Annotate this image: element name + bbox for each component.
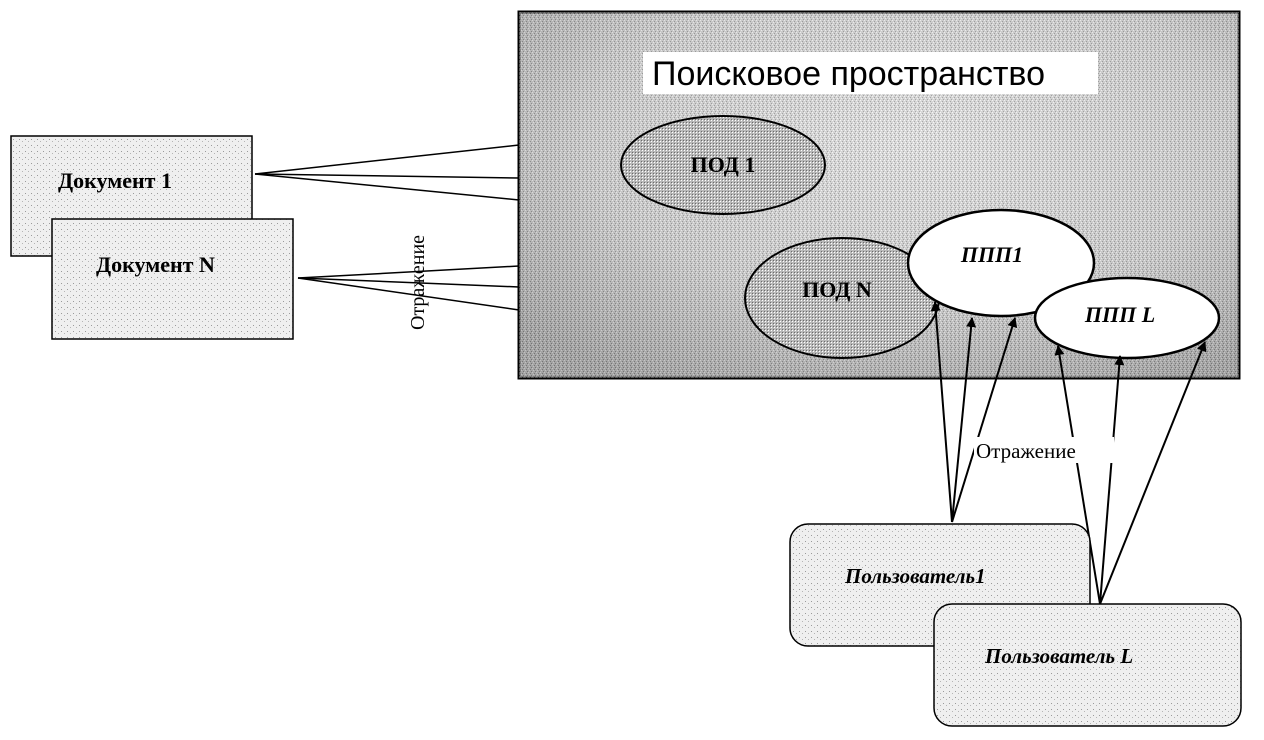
document-n-label: Документ N (96, 252, 215, 277)
pod-1-label: ПОД 1 (691, 152, 756, 177)
pod-1: ПОД 1 (620, 115, 826, 215)
link-line (254, 144, 520, 175)
link-line (254, 173, 520, 201)
ppp-l-label: ППП L (1084, 302, 1155, 327)
link-line (297, 265, 520, 279)
ppp-l: ППП L (1033, 276, 1221, 360)
arrow-line (930, 301, 953, 523)
pod-n-label: ПОД N (802, 277, 872, 302)
pod-n: ПОД N (744, 237, 940, 359)
link-line (254, 173, 520, 179)
link-line (297, 277, 520, 288)
ppp-1-label: ППП1 (960, 242, 1023, 267)
reflection-label-users-bg (974, 437, 1114, 463)
document-n: Документ N (51, 218, 294, 340)
search-space-title-bg (643, 52, 1098, 94)
reflection-label-documents: Отражение (407, 235, 429, 330)
user-l: Пользователь L (933, 603, 1242, 727)
document-1-label: Документ 1 (58, 168, 172, 193)
arrow-line (1054, 345, 1101, 605)
user-l-label: Пользователь L (984, 644, 1133, 668)
arrow-line (951, 317, 1018, 523)
reflection-label-users: Отражение (976, 439, 1076, 463)
search-space-title: Поисковое пространство (652, 55, 1045, 93)
user-arrows (930, 301, 1207, 605)
user-1-label: Пользователь1 (844, 564, 986, 588)
arrow-line (951, 317, 977, 523)
arrow-line (1099, 355, 1125, 605)
arrow-line (1099, 341, 1207, 605)
ppp-1: ППП1 (906, 208, 1096, 318)
link-line (297, 277, 520, 311)
document-links (254, 144, 520, 311)
